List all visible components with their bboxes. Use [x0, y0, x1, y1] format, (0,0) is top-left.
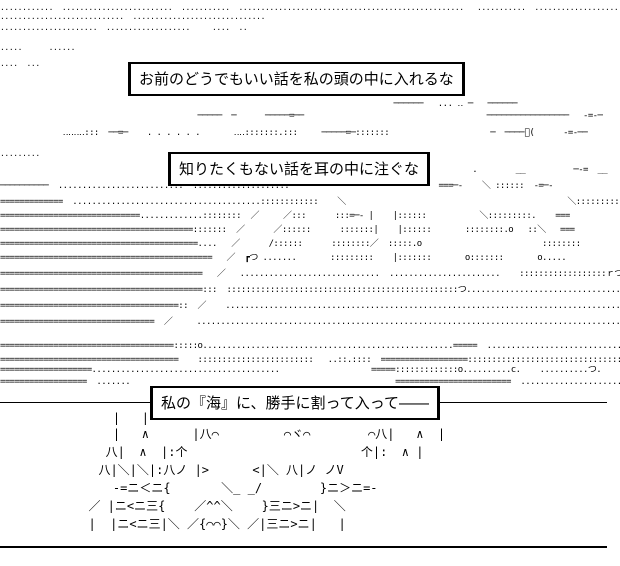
- art-row: ────── ... ‥ ─ ──────: [0, 99, 518, 109]
- art-row: ========================================…: [0, 285, 620, 295]
- figure-art-row: | |ニ<ニ三|＼ ／{⌒⌒}＼ ／|三ニ>ニ| |: [74, 517, 346, 531]
- caption-box-2: 知りたくもない話を耳の中に注ぐな: [168, 152, 431, 186]
- art-row: ========================================…: [0, 239, 581, 249]
- art-row: ...................... .................…: [0, 23, 248, 32]
- figure-art-row: -=ニ＜ニ{ ＼_ _/ }ニ＞ニ=-: [84, 481, 378, 495]
- art-row: ───── ─ ─────=── ───────────────── -=-─: [0, 111, 603, 121]
- figure-art-row: | |: [84, 411, 150, 425]
- art-row: ............................ ...........…: [0, 12, 265, 21]
- art-row: . __ ─-= __ ─==: [472, 165, 608, 175]
- figure-art-row: | ∧ |八⌒ ⌒ヾ⌒ ⌒八| ∧ |: [84, 427, 446, 441]
- art-row: ..... ......: [0, 43, 76, 52]
- figure-art-row: 八|＼|＼|:八ノ |> <|＼ 八|ノ ノV: [84, 463, 344, 477]
- art-row: ========================================…: [0, 253, 567, 263]
- art-row: ============= ..........................…: [0, 197, 620, 207]
- divider-line: [0, 546, 607, 548]
- art-row: ====================================::::…: [0, 341, 620, 351]
- art-row: =====================================:: …: [0, 301, 620, 311]
- figure-art-row: 八| ∧ |:个 个|: ∧ |: [84, 445, 424, 459]
- art-row: .........: [0, 149, 40, 158]
- caption-box-3: 私の『海』に、勝手に割って入って――: [150, 386, 441, 420]
- art-row: ────────── .......................... ..…: [0, 181, 553, 191]
- art-row: ================================ ／ .....…: [0, 317, 620, 327]
- figure-art-row: ／ |ニ<ニ三{ ／^^＼ }三ニ>ニ| ＼: [74, 499, 346, 513]
- art-row: ===================================== ::…: [0, 355, 620, 365]
- art-row: .... ...: [0, 59, 40, 68]
- art-row: ========================================…: [0, 269, 620, 279]
- art-row: ............ ......................... .…: [0, 3, 620, 12]
- art-row: ================== ....... =============…: [0, 377, 620, 387]
- art-row: =============================...........…: [0, 211, 570, 221]
- art-row: ‥‥‥‥::: ──=─ . . . . . . ‥‥:::::::.::: ─…: [0, 128, 588, 138]
- art-row: ===================.....................…: [0, 365, 602, 375]
- art-row: ========================================…: [0, 225, 575, 235]
- caption-box-1: お前のどうでもいい話を私の頭の中に入れるな: [128, 62, 465, 96]
